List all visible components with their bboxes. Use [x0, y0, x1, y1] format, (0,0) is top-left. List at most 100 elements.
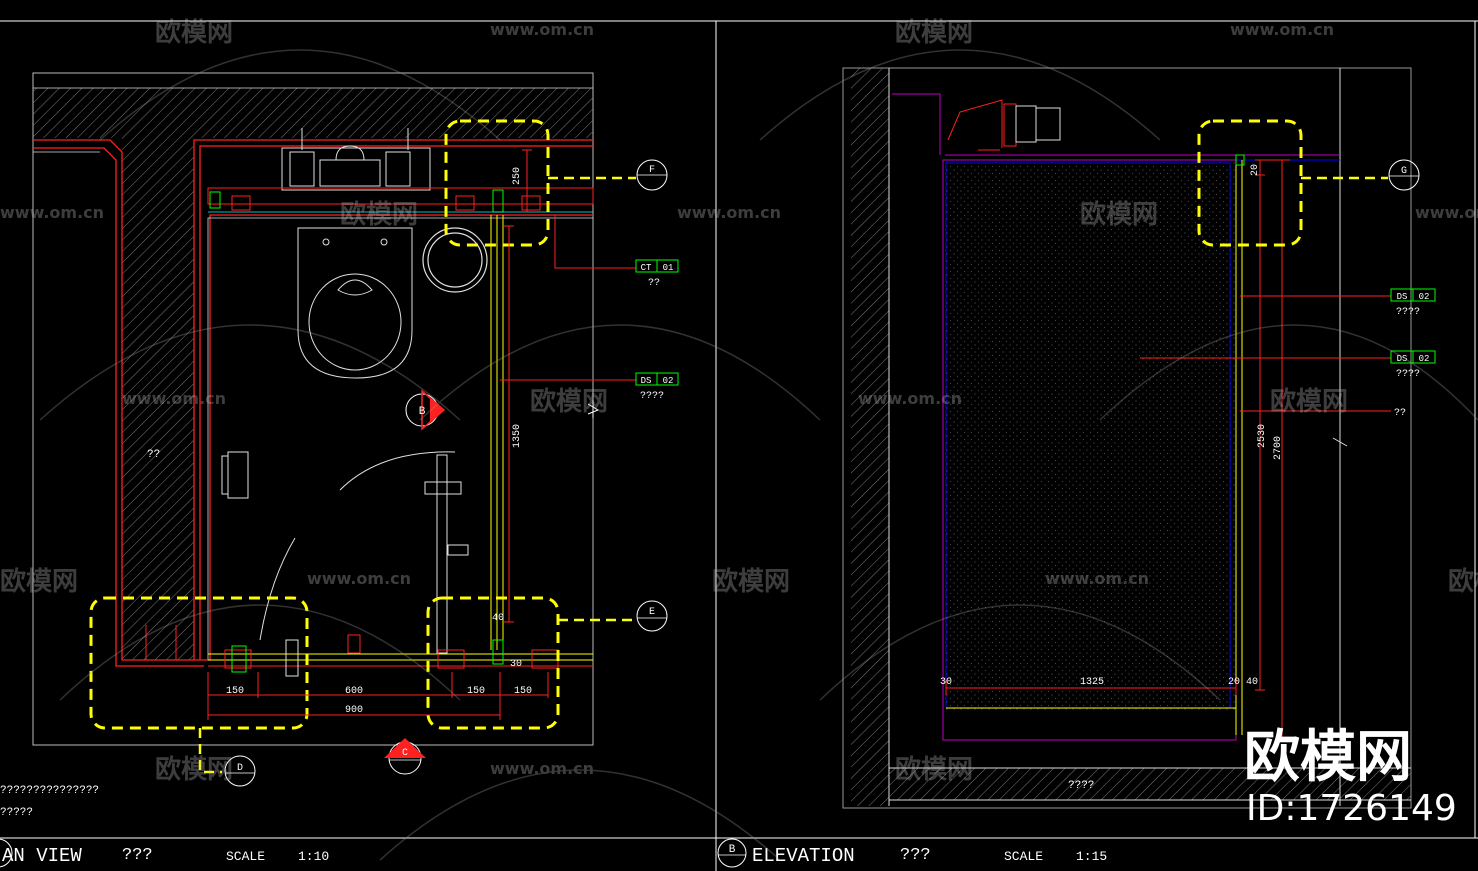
elevation-tag-3: ??	[1240, 408, 1406, 419]
watermark-logo: 欧模网	[0, 566, 78, 597]
watermark-logo: 欧模网	[895, 17, 973, 48]
callout-leaders	[198, 176, 636, 774]
svg-text:20: 20	[1250, 164, 1261, 176]
floor-drain	[422, 227, 488, 293]
svg-text:900: 900	[345, 705, 363, 716]
svg-text:600: 600	[345, 686, 363, 697]
watermark-url: www.om.cn	[122, 389, 226, 408]
svg-text:1325: 1325	[1080, 677, 1104, 688]
watermark-corner-logo: 欧模网	[1244, 725, 1412, 790]
top-fixing-strip	[207, 187, 594, 213]
plan-wall-hatch	[33, 88, 593, 660]
detail-highlight-boxes	[89, 119, 560, 730]
watermark-url: www.om.cn	[677, 203, 781, 222]
watermark-url: www.om.cn	[858, 389, 962, 408]
svg-text:B: B	[419, 406, 426, 418]
svg-text:E: E	[649, 607, 655, 618]
svg-text:D: D	[237, 763, 243, 774]
callout-G: G	[1388, 159, 1420, 191]
sheet-frame	[0, 20, 1478, 871]
svg-text:G: G	[1401, 166, 1407, 177]
svg-text:2700: 2700	[1273, 436, 1284, 460]
elevation-floor-lines	[889, 68, 1411, 806]
watermark-layer: 欧模网 欧模网 欧模网 欧模网 欧模网 欧模网 欧模网 欧模网 欧模网 欧模网 …	[0, 17, 1478, 861]
watermark-logo: 欧模网	[1080, 199, 1158, 230]
watermark-url: www.om.cn	[490, 20, 594, 39]
svg-text:30: 30	[510, 659, 522, 670]
svg-text:???????????????: ???????????????	[0, 785, 99, 797]
detail-highlight-box-elevation	[1197, 119, 1303, 247]
watermark-logo: 欧模网	[895, 754, 973, 785]
svg-text:??: ??	[1394, 408, 1406, 419]
watermark-logo: 欧模网	[1270, 386, 1348, 417]
watermark-url: www.om.cn	[1415, 203, 1478, 222]
svg-text:??: ??	[648, 278, 660, 289]
plan-wall-outline	[33, 139, 593, 667]
elevation-title-suffix: ???	[900, 846, 931, 865]
svg-text:????: ????	[640, 391, 664, 402]
svg-text:250: 250	[512, 167, 523, 185]
elevation-dim-text: 20 2530 2700 1325 30 20 40	[940, 164, 1284, 688]
plan-notes: ??????????????? ?????	[0, 785, 99, 819]
elevation-title: ELEVATION	[752, 845, 855, 867]
elevation-scale-label: SCALE	[1004, 849, 1043, 864]
svg-text:150: 150	[467, 686, 485, 697]
svg-text:30: 30	[940, 677, 952, 688]
svg-text:40: 40	[1246, 677, 1258, 688]
watermark-logo: 欧模网	[155, 17, 233, 48]
watermark-corner: 欧模网 ID:1726149	[1244, 725, 1457, 829]
watermark-id: ID:1726149	[1246, 788, 1457, 829]
elevation-scale-value: 1:15	[1076, 849, 1107, 864]
elevation-marker: B	[729, 844, 736, 856]
watermark-url: www.om.cn	[1230, 20, 1334, 39]
svg-text:?????: ?????	[0, 807, 33, 819]
material-tag-ds: DS 02 ????	[500, 372, 679, 402]
plan-scale-value: 1:10	[298, 849, 329, 864]
watermark-logo: 欧模网	[1448, 566, 1478, 597]
elevation-tag-2: DS 02 ????	[1140, 350, 1436, 380]
floor-label: ????	[1068, 780, 1094, 792]
watermark-url: www.om.cn	[307, 569, 411, 588]
elevation-view: 20 2530 2700 1325 30 20 40 G DS 02 ????	[717, 67, 1436, 868]
watermark-url: www.om.cn	[1045, 569, 1149, 588]
svg-text:40: 40	[492, 613, 504, 624]
watermark-logo: 欧模网	[340, 199, 418, 230]
section-marker-C: C	[384, 738, 426, 775]
elevation-title-block: B ELEVATION ??? SCALE 1:15	[717, 838, 1107, 868]
svg-text:150: 150	[226, 686, 244, 697]
svg-text:2530: 2530	[1257, 424, 1268, 448]
svg-text:150: 150	[514, 686, 532, 697]
svg-text:F: F	[649, 165, 655, 176]
svg-text:02: 02	[1419, 292, 1430, 302]
plan-scale-label: SCALE	[226, 849, 265, 864]
plan-dimensions	[207, 149, 600, 720]
svg-text:1350: 1350	[512, 424, 523, 448]
svg-text:01: 01	[663, 263, 674, 273]
glass-partition	[208, 215, 593, 667]
plan-title: AN VIEW	[2, 845, 82, 867]
svg-text:????: ????	[1396, 307, 1420, 318]
plan-view: F E D B C CT 01	[0, 72, 679, 868]
plan-title-suffix: ???	[122, 846, 153, 865]
callout-F: F	[636, 159, 668, 191]
bottom-hardware	[145, 625, 559, 677]
svg-text:DS: DS	[1397, 292, 1408, 302]
glass-panel-outline	[942, 154, 1245, 741]
watermark-logo: 欧模网	[530, 386, 608, 417]
section-marker-B: B	[405, 389, 446, 431]
callout-D: D	[224, 755, 256, 787]
elevation-border	[842, 67, 1412, 809]
watermark-url: www.om.cn	[0, 203, 104, 222]
svg-text:C: C	[402, 748, 408, 759]
watermark-logo: 欧模网	[155, 754, 233, 785]
svg-text:20: 20	[1228, 677, 1240, 688]
svg-text:02: 02	[1419, 354, 1430, 364]
glass-panel-fill	[946, 160, 1236, 710]
callout-E: E	[636, 600, 668, 632]
plan-wall-faces	[33, 87, 593, 660]
toilet-fixture	[281, 128, 431, 379]
elevation-wall-hatch	[851, 68, 889, 806]
svg-text:DS: DS	[1397, 354, 1408, 364]
material-tag-ct: CT 01 ??	[554, 215, 679, 289]
